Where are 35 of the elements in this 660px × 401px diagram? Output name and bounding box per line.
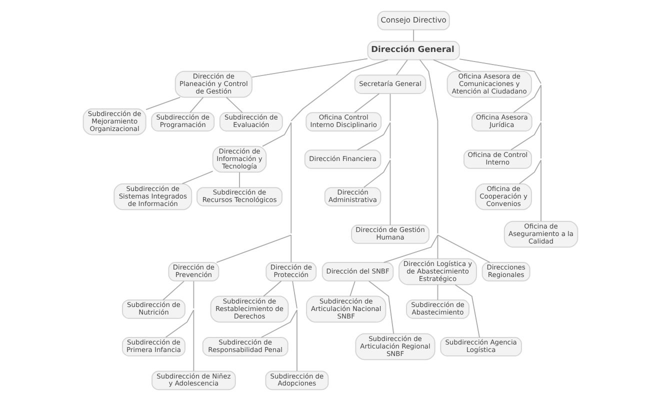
connector xyxy=(354,93,380,113)
connector xyxy=(382,59,438,263)
connector xyxy=(238,172,240,188)
connector xyxy=(349,280,355,297)
connector xyxy=(362,122,390,188)
connector xyxy=(510,84,541,150)
connector xyxy=(216,122,292,263)
node-box: Consejo Directivo xyxy=(376,10,450,30)
connector xyxy=(436,284,438,300)
connector xyxy=(432,59,461,72)
connector xyxy=(356,93,390,150)
connector xyxy=(389,160,390,226)
connector xyxy=(164,280,194,338)
connector xyxy=(458,58,541,113)
connector xyxy=(162,280,184,300)
connector xyxy=(290,234,292,263)
connector xyxy=(260,280,297,338)
connector xyxy=(518,122,541,184)
connector xyxy=(296,310,297,372)
connector xyxy=(192,310,194,372)
connector xyxy=(436,234,438,260)
connector xyxy=(395,59,408,76)
connector xyxy=(368,280,394,334)
connector xyxy=(251,58,368,78)
connector xyxy=(436,234,490,263)
connector xyxy=(262,59,388,147)
connector xyxy=(540,160,541,222)
node-box: Dirección General xyxy=(366,40,460,60)
connector xyxy=(225,96,242,114)
connector xyxy=(454,284,480,338)
connector xyxy=(145,96,180,110)
connector xyxy=(189,96,204,114)
connector xyxy=(262,280,282,297)
connector xyxy=(181,170,213,184)
connector xyxy=(412,29,414,42)
